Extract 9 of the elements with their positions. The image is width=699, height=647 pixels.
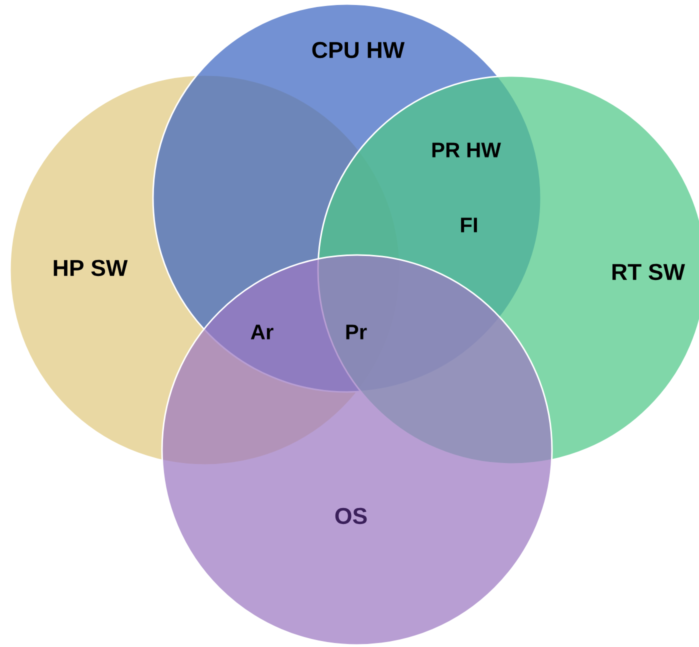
circle-label: OS <box>335 508 367 524</box>
region-label: FI <box>461 218 477 232</box>
region-label: PR HW <box>432 142 501 158</box>
circle-label: CPU HW <box>312 42 405 58</box>
venn-circle <box>161 254 553 646</box>
region-label: Pr <box>346 324 367 340</box>
circle-label: HP SW <box>54 260 128 276</box>
region-label: Ar <box>250 324 274 340</box>
circle-label: RT SW <box>612 264 686 280</box>
